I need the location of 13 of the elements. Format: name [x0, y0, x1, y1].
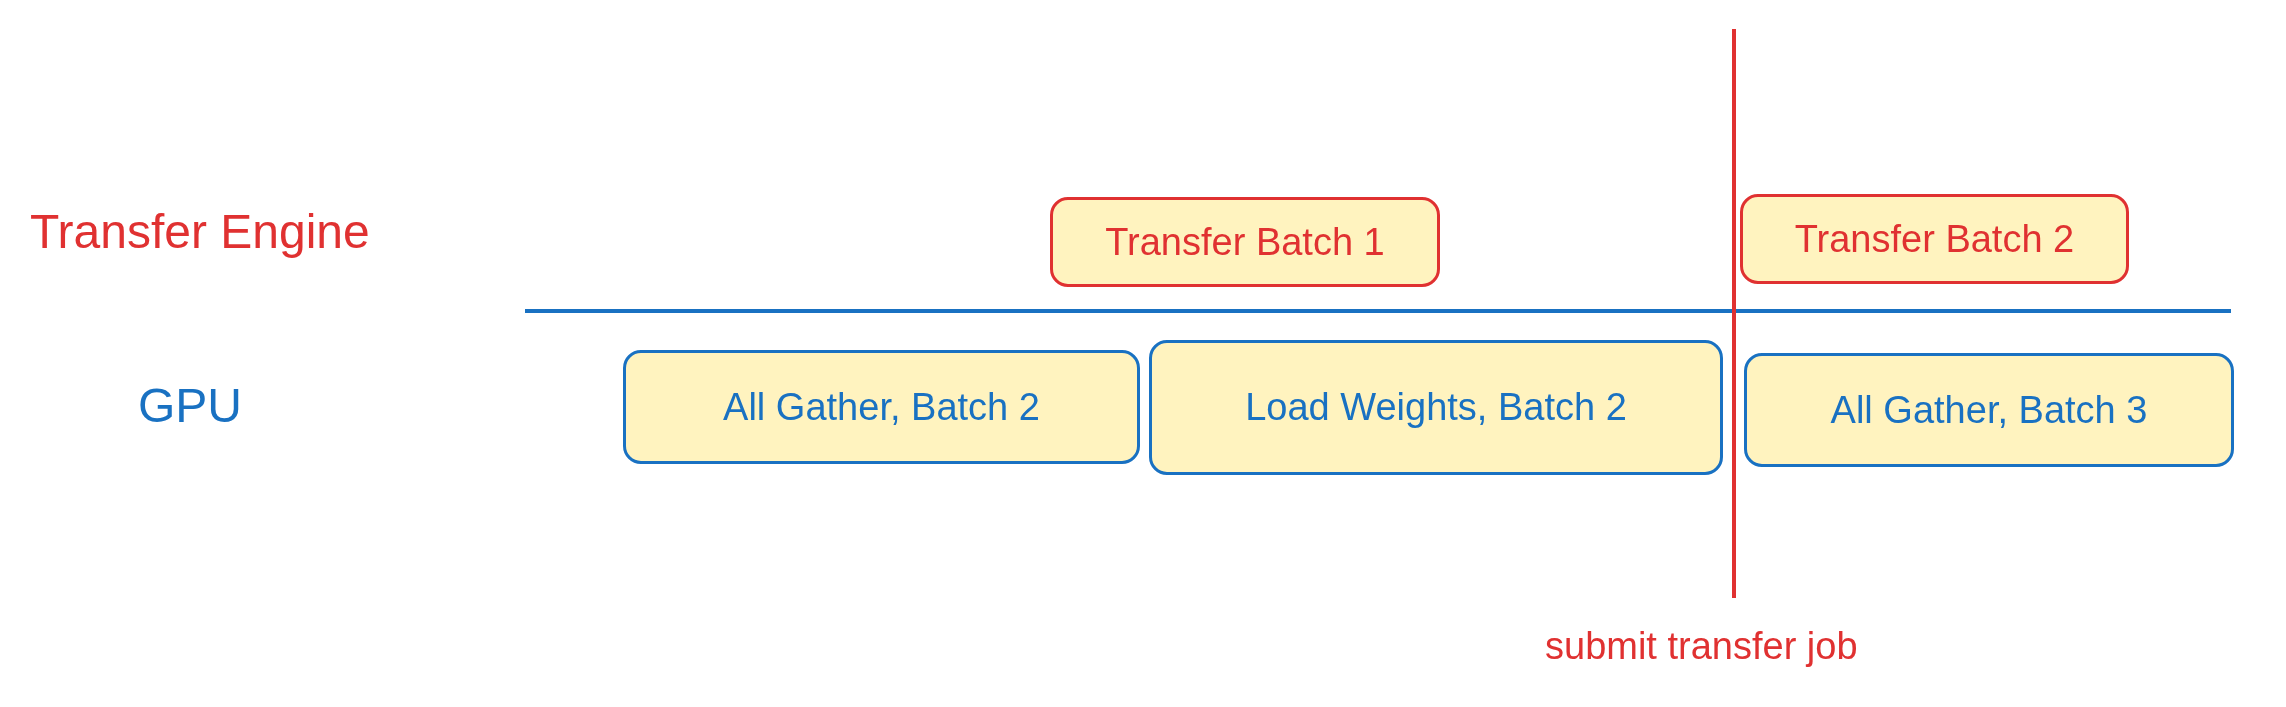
task-box [1744, 353, 2234, 467]
row-label: submit transfer job [1545, 624, 1858, 669]
task-label: All Gather, Batch 2 [723, 384, 1040, 430]
task-label: All Gather, Batch 3 [1830, 387, 2148, 433]
task-label: Transfer Batch 2 [1794, 216, 2075, 262]
row-label: GPU [138, 378, 242, 434]
task-label: Load Weights, Batch 2 [1245, 385, 1627, 430]
task-box [1740, 194, 2129, 284]
task-label: Transfer Batch 1 [1105, 219, 1385, 265]
task-box [623, 350, 1140, 464]
task-box [1149, 340, 1723, 475]
task-box [1050, 197, 1440, 287]
row-label: Transfer Engine [30, 204, 370, 260]
